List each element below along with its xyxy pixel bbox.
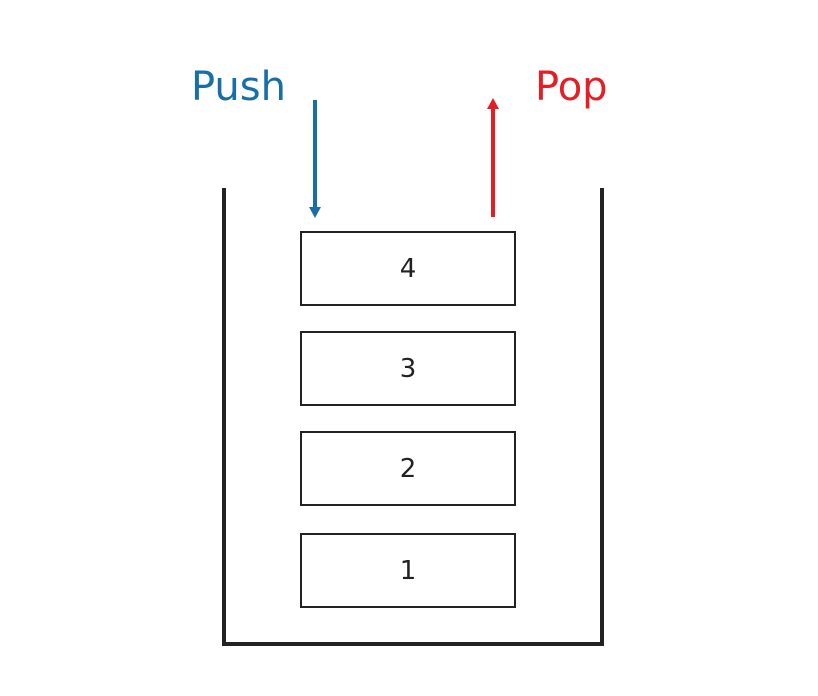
- stack-container: [222, 188, 604, 646]
- stack-item: 1: [300, 533, 516, 608]
- push-arrow-head-icon: [309, 207, 321, 218]
- stack-item: 4: [300, 231, 516, 306]
- push-arrow-line: [313, 100, 317, 208]
- pop-arrow-line: [491, 109, 495, 217]
- pop-label: Pop: [535, 64, 608, 110]
- push-label: Push: [191, 64, 286, 110]
- stack-item: 3: [300, 331, 516, 406]
- stack-item: 2: [300, 431, 516, 506]
- pop-arrow-head-icon: [487, 98, 499, 109]
